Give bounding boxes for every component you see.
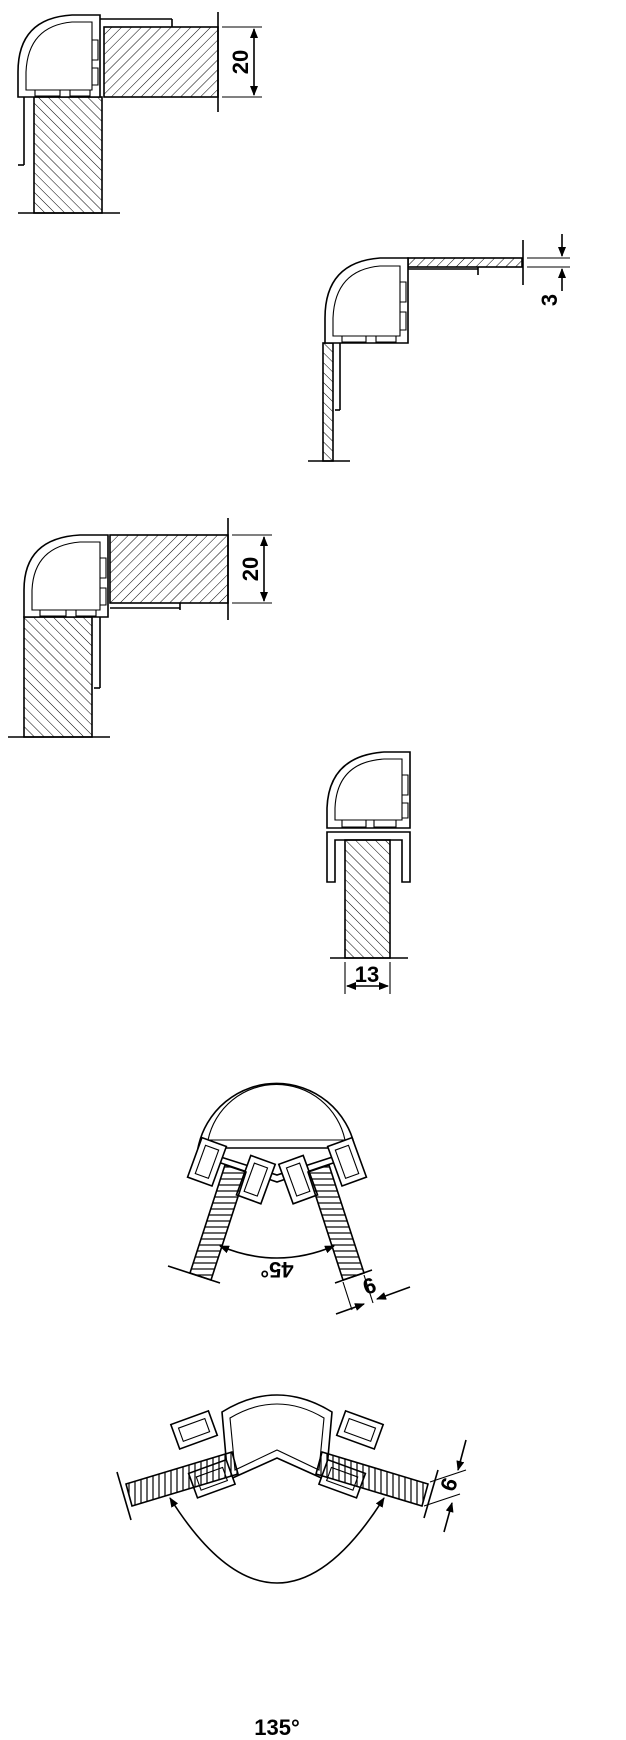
connector-cap [197, 1082, 356, 1149]
hatched-sheet-vertical [322, 342, 334, 462]
break-line [334, 1269, 373, 1284]
hatched-sheet-horizontal [407, 257, 523, 268]
profile-clip [34, 90, 91, 97]
figure-5-connector-45: 45° 6 [167, 1082, 411, 1315]
hatched-panel [344, 839, 391, 959]
profile-inner-cavity [334, 758, 403, 821]
profile-inner-cavity [332, 265, 401, 337]
dimension-label-135-degrees: 135° [254, 1715, 300, 1740]
dimension-line [376, 1286, 411, 1300]
profile-inner-cavity [25, 21, 93, 91]
dimension-label-45-degrees: 45° [260, 1257, 293, 1282]
profile-clip [400, 281, 407, 331]
profile-clip [402, 774, 409, 819]
break-line [116, 1471, 132, 1521]
hatched-glass-right [315, 1450, 429, 1508]
dimension-label-20: 20 [238, 557, 263, 581]
dimension-label-6: 6 [359, 1272, 379, 1300]
extension-line [363, 1274, 374, 1304]
figure-4-end-cap-13: 13 [326, 751, 411, 994]
extension-line [423, 1493, 461, 1507]
dimension-line [335, 1303, 365, 1315]
dimension-line [443, 1502, 454, 1533]
end-cap-profile [326, 751, 411, 829]
profile-inner-cavity [229, 1403, 325, 1471]
hatched-panel-horizontal [103, 26, 219, 98]
dimension-label-20: 20 [228, 50, 253, 74]
extension-line [342, 1281, 353, 1311]
dimension-label-6: 6 [435, 1474, 463, 1494]
connector-cap [221, 1394, 333, 1482]
hatched-panel-horizontal [109, 534, 229, 604]
profile-clip [341, 820, 397, 828]
break-line [167, 1265, 221, 1284]
dimension-label-13: 13 [355, 962, 379, 987]
hatched-panel-vertical [33, 96, 103, 214]
profile-inner-cavity [31, 541, 101, 611]
figure-2-outer-corner-3: 3 [308, 234, 570, 462]
connector-body [204, 1151, 349, 1176]
hatched-panel-vertical [23, 616, 93, 738]
profile-clip [100, 557, 107, 606]
hatched-glass-left [188, 1163, 248, 1282]
figure-1-outer-corner-20: 20 [17, 12, 262, 214]
profile-clip [39, 610, 97, 617]
angle-arc [219, 1245, 335, 1259]
u-channel [326, 831, 411, 883]
corner-profile [23, 534, 109, 618]
hatched-glass-right [306, 1163, 366, 1282]
corner-profile [324, 257, 409, 344]
profile-inner-cavity [207, 1083, 346, 1141]
dimension-label-3: 3 [537, 294, 562, 306]
break-line [423, 1469, 439, 1519]
figure-6-connector-135: 135° 6 [116, 1394, 467, 1740]
profile-clip [92, 39, 99, 86]
angle-arc [169, 1497, 385, 1584]
extension-line [429, 1469, 467, 1483]
figure-3-outer-corner-20: 20 [8, 518, 272, 738]
corner-profile [17, 14, 101, 98]
dimension-line [456, 1439, 467, 1471]
hatched-glass-left [125, 1450, 239, 1508]
profile-clip [341, 336, 397, 343]
